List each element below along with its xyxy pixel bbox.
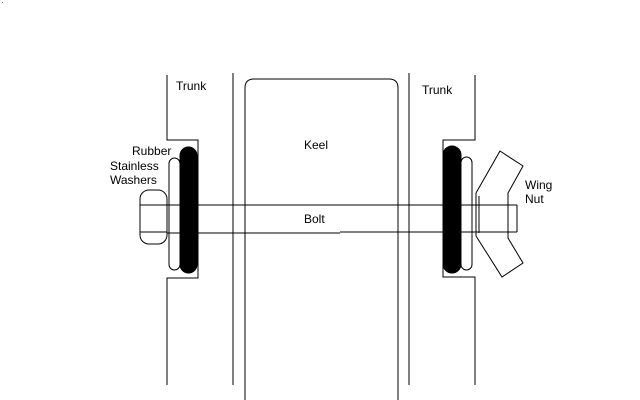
- bolt-head: [139, 189, 168, 245]
- label-nut: Nut: [525, 192, 544, 206]
- right-stainless-washer: [460, 156, 473, 271]
- label-stainless: Stainless: [110, 159, 159, 173]
- stray-dot: [2, 2, 3, 3]
- left-trunk-outer-wall: [166, 75, 199, 385]
- label-trunk-left: Trunk: [176, 79, 207, 93]
- label-washers: Washers: [110, 173, 157, 187]
- label-wing: Wing: [525, 178, 552, 192]
- label-keel: Keel: [304, 138, 328, 152]
- label-trunk-right: Trunk: [422, 83, 453, 97]
- keel: [244, 78, 399, 400]
- label-bolt: Bolt: [304, 212, 325, 226]
- label-rubber: Rubber: [132, 144, 171, 158]
- right-rubber-washer: [442, 145, 462, 274]
- left-rubber-washer: [179, 146, 198, 274]
